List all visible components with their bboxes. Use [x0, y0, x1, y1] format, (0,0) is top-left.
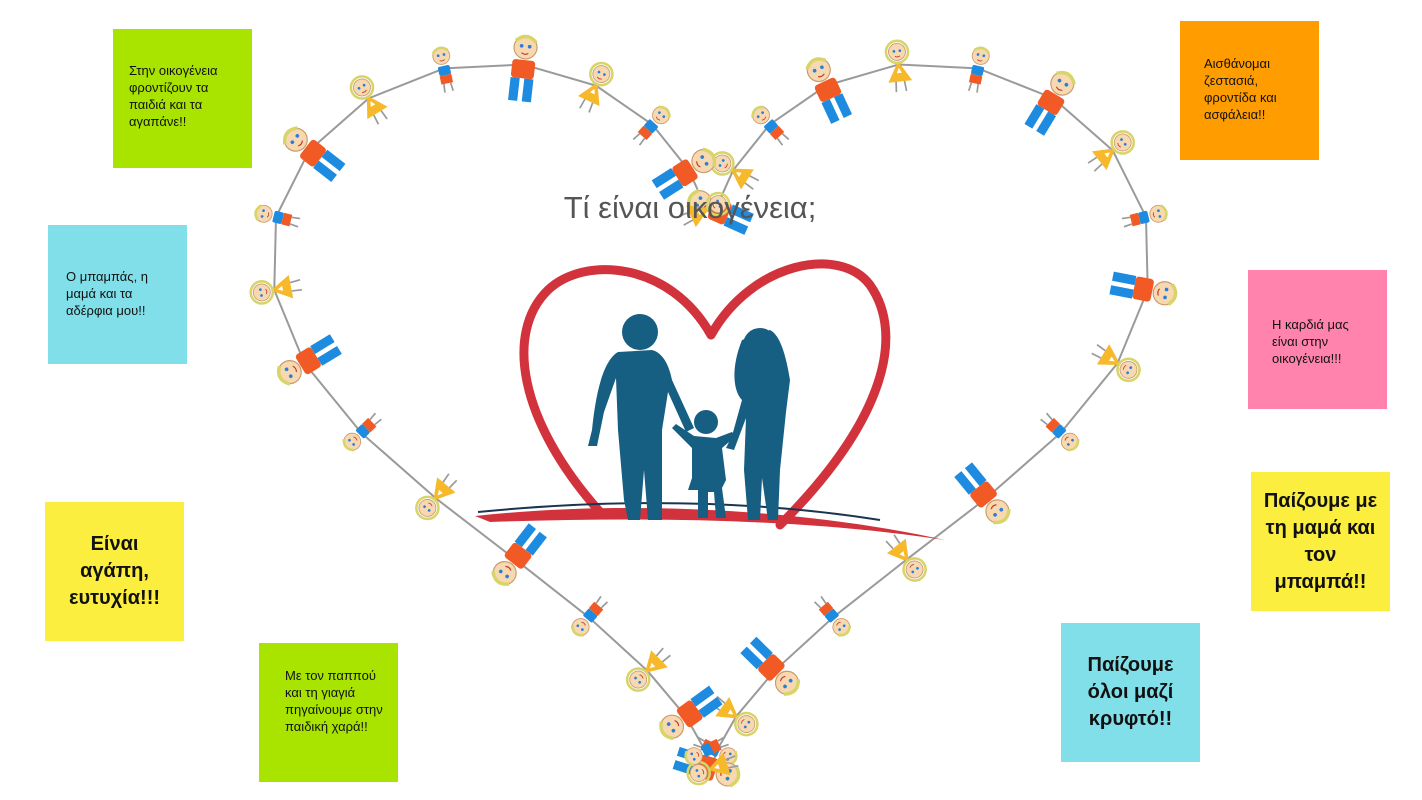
ground-swoosh [475, 508, 945, 540]
holding-hands-link [1059, 362, 1119, 434]
cartoon-kid-icon [1121, 204, 1168, 228]
cartoon-kid-icon [885, 534, 927, 582]
sticky-note-warmth[interactable]: Αισθάνομαι ζεστασιά, φροντίδα και ασφάλε… [1180, 21, 1319, 160]
holding-hands-link [906, 497, 988, 561]
cartoon-kid-icon [349, 75, 388, 125]
holding-hands-link [825, 63, 899, 87]
cartoon-kid-icon [805, 57, 853, 124]
cartoon-kid-icon [431, 46, 455, 93]
cartoon-kid-icon [679, 191, 731, 228]
sticky-note-heart[interactable]: Η καρδιά μας είναι στην οικογένεια!!! [1248, 270, 1387, 409]
father-silhouette [588, 314, 694, 520]
holding-hands-link [443, 63, 524, 70]
cartoon-kid-icon [967, 46, 991, 93]
holding-hands-link [1052, 97, 1114, 152]
holding-hands-link [434, 497, 516, 561]
holding-hands-link [273, 289, 306, 364]
cartoon-kid-icon [254, 204, 301, 228]
sticky-note-text: Με τον παππού και τη γιαγιά πηγαίνουμε σ… [285, 668, 383, 734]
cartoon-kid-icon [884, 39, 913, 93]
sticky-note-care[interactable]: Στην οικογένεια φροντίζουν τα παιδιά και… [113, 29, 252, 168]
cartoon-kid-icon [740, 636, 801, 696]
cartoon-kid-icon [570, 595, 609, 637]
cartoon-kid-icon [1087, 130, 1136, 172]
sticky-note-text: Είναι αγάπη, ευτυχία!!! [68, 533, 161, 609]
holding-hands-link [1144, 216, 1149, 291]
sticky-note-text: Παίζουμε με τη μαμά και τον μπαμπά!! [1263, 489, 1378, 593]
cartoon-kid-icon [491, 523, 547, 586]
cartoon-kid-icon [686, 752, 739, 786]
cartoon-kid-icon [1109, 271, 1178, 306]
cartoon-kid-icon [813, 595, 852, 637]
holding-hands-link [1116, 289, 1149, 364]
holding-hands-link [732, 124, 771, 171]
holding-hands-link [774, 616, 834, 672]
heart-outline [519, 259, 891, 530]
holding-hands-link [1111, 149, 1147, 218]
cartoon-kid-icon [954, 462, 1011, 525]
holding-hands-link [303, 362, 363, 434]
holding-hands-link [715, 716, 737, 752]
holding-hands-link [360, 432, 437, 499]
cartoon-kid-icon [577, 61, 614, 113]
cartoon-kid-icon [684, 736, 729, 767]
cartoon-kid-icon [249, 275, 303, 305]
sticky-note-text: Ο μπαμπάς, η μαμά και τα αδέρφια μου!! [66, 269, 149, 318]
sticky-note-text: Παίζουμε όλοι μαζί κρυφτό!! [1087, 654, 1174, 730]
sticky-note-text: Αισθάνομαι ζεστασιά, φροντίδα και ασφάλε… [1204, 56, 1277, 122]
sticky-note-hide-and-seek[interactable]: Παίζουμε όλοι μαζί κρυφτό!! [1061, 623, 1200, 762]
cartoon-kid-icon [1040, 412, 1080, 452]
holding-hands-link [275, 149, 311, 218]
cartoon-kid-icon [751, 105, 790, 146]
cartoon-kid-icon [277, 334, 342, 386]
cartoon-kid-icon [632, 105, 671, 146]
cartoon-kid-icon [625, 647, 671, 692]
cartoon-kid-icon [1024, 70, 1076, 136]
cartoon-kid-icon [710, 695, 759, 737]
sticky-note-text: Στην οικογένεια φροντίζουν τα παιδιά και… [129, 63, 218, 129]
sticky-note-text: Η καρδιά μας είναι στην οικογένεια!!! [1272, 317, 1349, 366]
holding-hands-link [977, 67, 1054, 100]
holding-hands-link [368, 67, 445, 100]
holding-hands-link [595, 84, 654, 126]
sticky-note-love-happiness[interactable]: Είναι αγάπη, ευτυχία!!! [45, 502, 184, 641]
cartoon-kid-icon [1091, 343, 1141, 383]
holding-hands-link [985, 432, 1062, 499]
cartoon-kid-icon [415, 473, 458, 521]
holding-hands-link [898, 63, 979, 70]
sticky-note-grandparents[interactable]: Με τον παππού και τη γιαγιά πηγαίνουμε σ… [259, 643, 398, 782]
child-silhouette [672, 410, 736, 518]
holding-hands-link [308, 97, 370, 152]
mother-silhouette [726, 328, 790, 520]
holding-hands-link [523, 63, 597, 87]
cartoon-kid-icon [342, 412, 382, 452]
cartoon-kid-icon [659, 685, 723, 741]
cartoon-kid-icon [282, 126, 346, 183]
holding-hands-link [588, 616, 648, 672]
holding-hands-link [514, 558, 590, 619]
cartoon-kid-icon [508, 34, 538, 103]
cartoon-kid-icon [651, 147, 717, 200]
holding-hands-link [273, 216, 278, 291]
holding-hands-link [832, 558, 908, 619]
sticky-note-play-parents[interactable]: Παίζουμε με τη μαμά και τον μπαμπά!! [1251, 472, 1390, 611]
page-title: Τί είναι οικογένεια; [563, 190, 817, 225]
sticky-note-parents-siblings[interactable]: Ο μπαμπάς, η μαμά και τα αδέρφια μου!! [48, 225, 187, 364]
